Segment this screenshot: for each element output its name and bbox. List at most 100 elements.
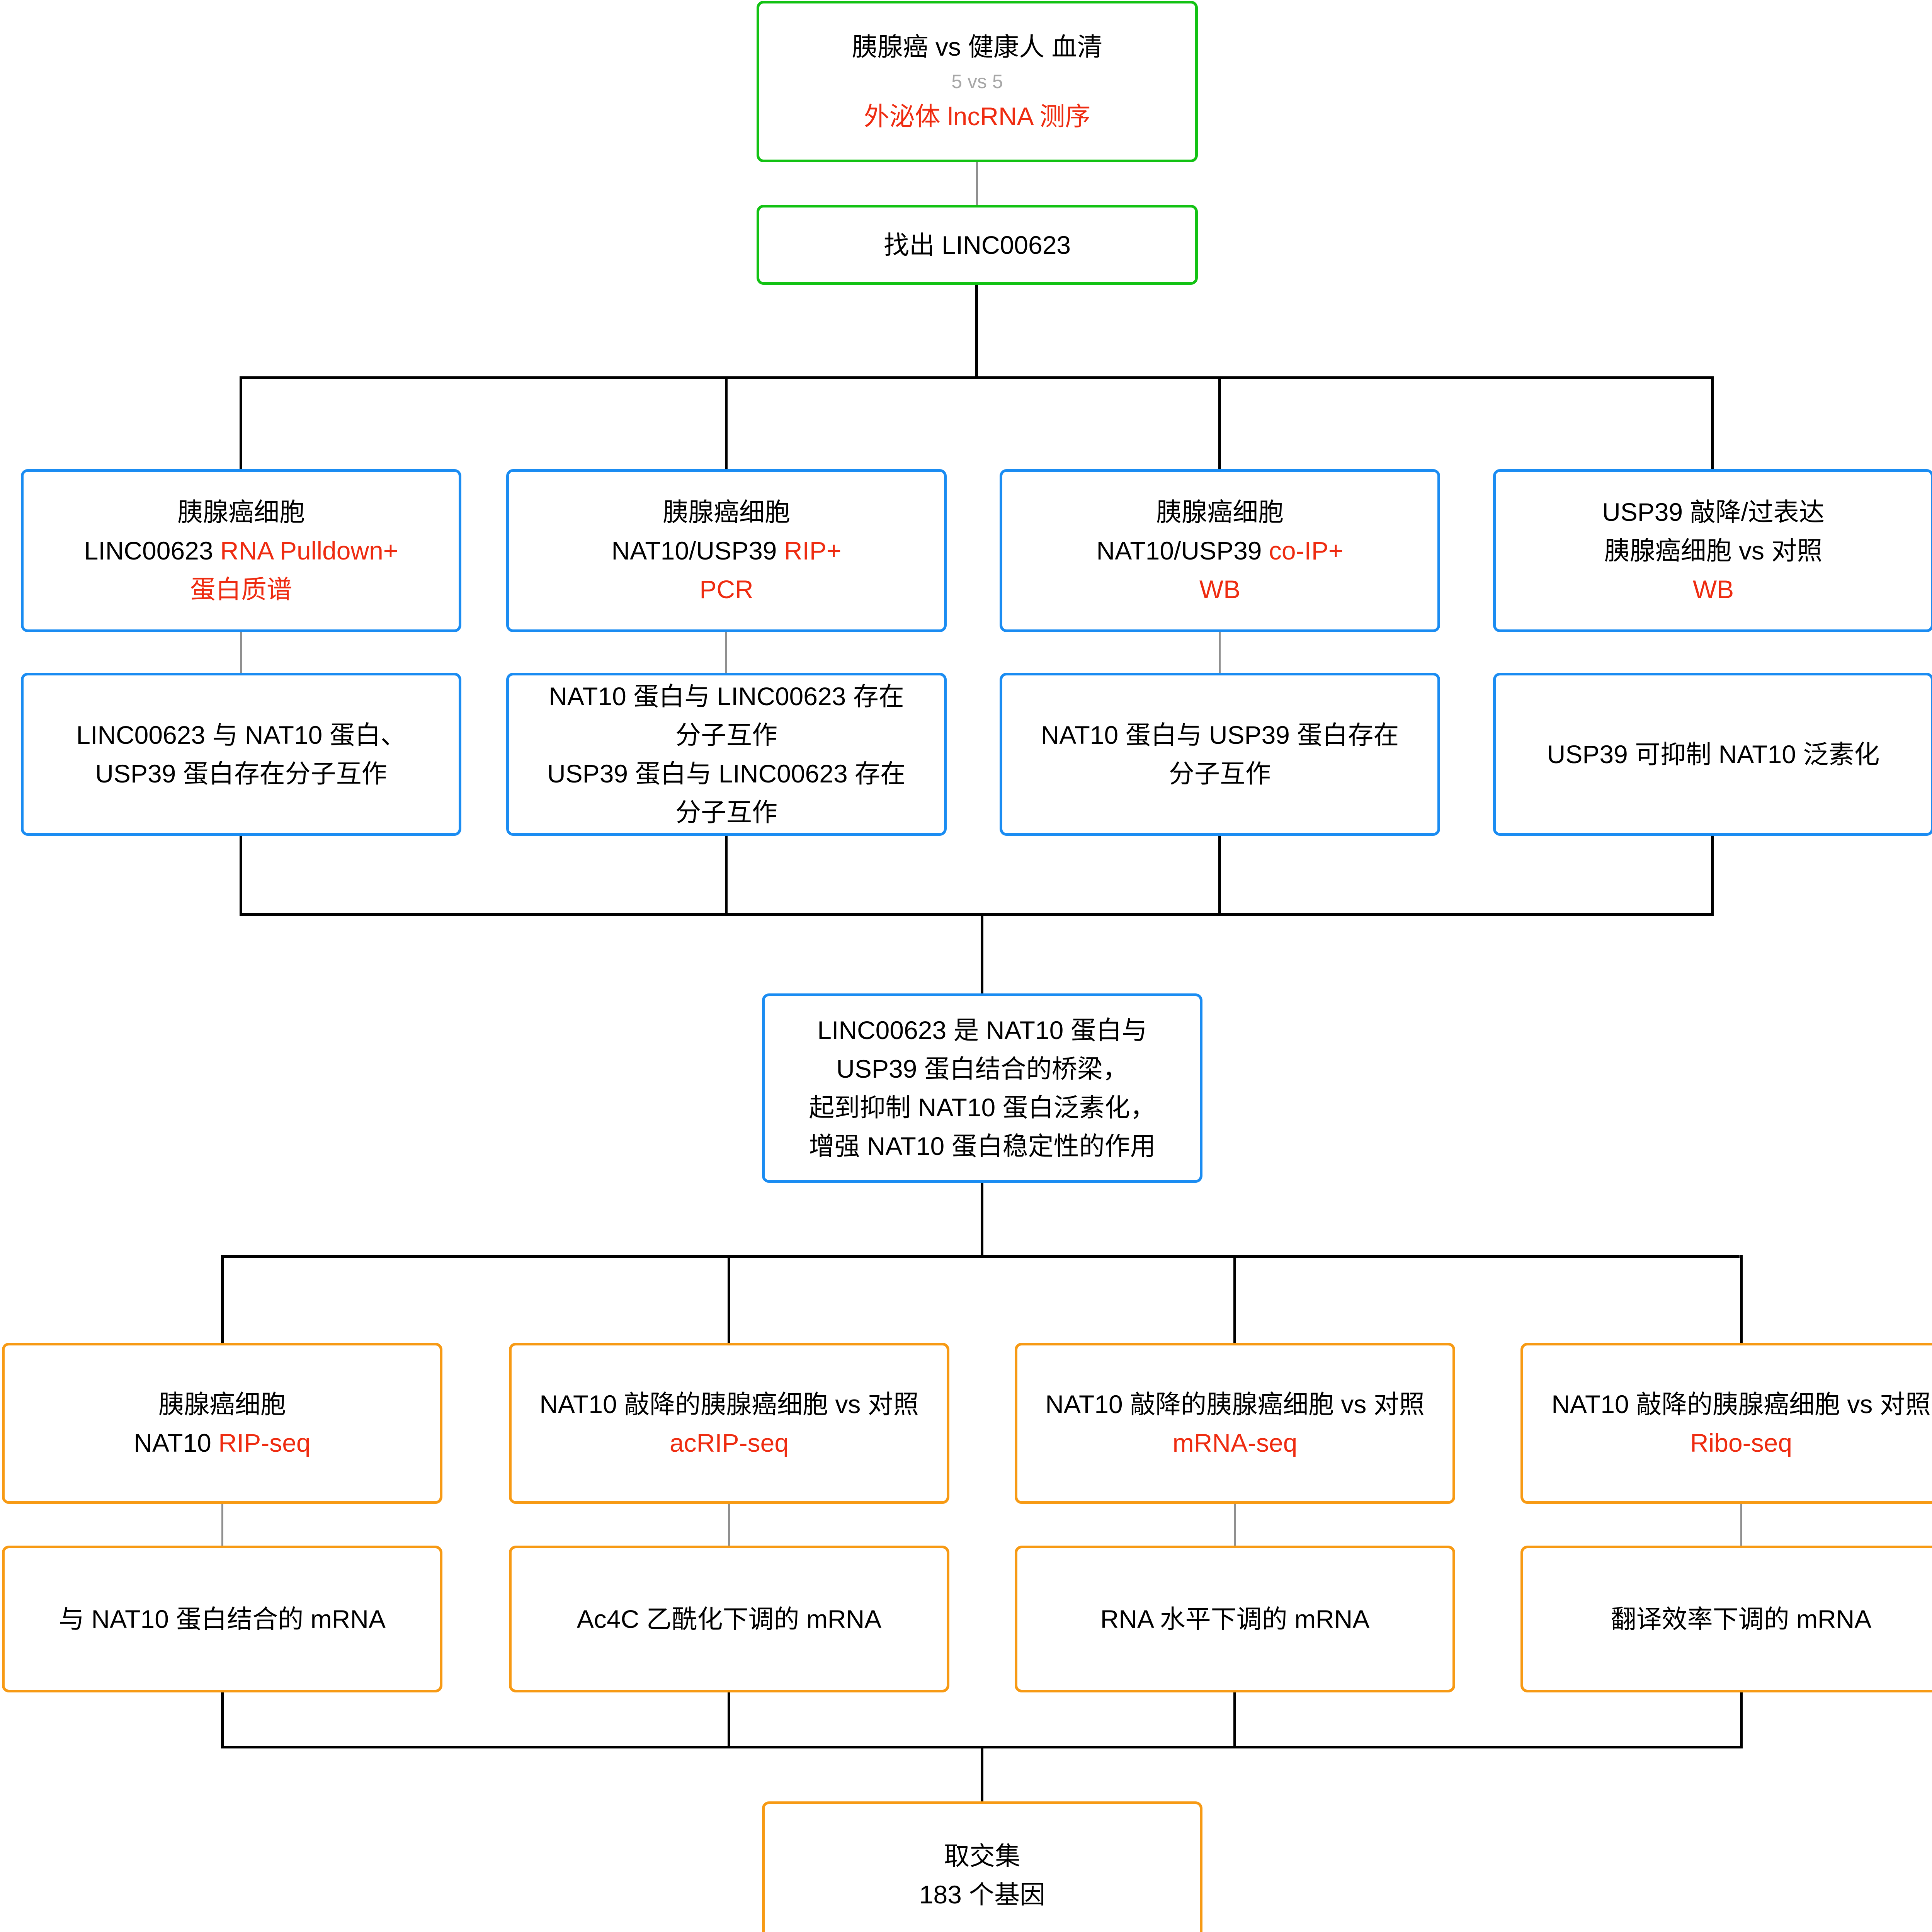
link-down-3 [1234,1503,1236,1546]
method-text: PCR [699,575,753,604]
experiment-subject: NAT10 敲降的胰腺癌细胞 vs 对照 [1045,1389,1425,1418]
intersection-title: 取交集 [944,1842,1020,1870]
target-text: NAT10/USP39 [611,536,784,565]
experiment-method: Ribo-seq [1690,1423,1792,1462]
result-text: Ac4C 乙酰化下调的 mRNA [577,1605,882,1633]
method-text: acRIP-seq [669,1428,789,1457]
connector-branch-b3 [1233,1255,1236,1344]
connector-branch-b4 [1740,1255,1743,1344]
result-text: USP39 蛋白与 LINC00623 存在 [547,759,906,788]
downstream-result-2: Ac4C 乙酰化下调的 mRNA [509,1546,949,1692]
finding-text: 找出 LINC00623 [883,230,1071,259]
downstream-result-1: 与 NAT10 蛋白结合的 mRNA [2,1546,442,1692]
link-down-4 [1740,1503,1742,1546]
link-mech-1 [240,631,242,673]
mech-result-4: USP39 可抑制 NAT10 泛素化 [1493,673,1932,836]
experiment-method: mRNA-seq [1173,1423,1298,1462]
connector-branch-3 [1218,376,1221,470]
method-text: RNA Pulldown+ [220,536,398,565]
experiment-subject: 胰腺癌细胞 [663,498,790,526]
mechanism-conclusion-box: LINC00623 是 NAT10 蛋白与 USP39 蛋白结合的桥梁， 起到抑… [762,993,1202,1183]
experiment-subject: 胰腺癌细胞 [158,1389,286,1418]
connector-merge-1 [240,835,242,915]
method-text: Ribo-seq [1690,1428,1793,1457]
method-text: WB [1692,575,1734,604]
mech-experiment-3: 胰腺癌细胞 NAT10/USP39 co-IP+ WB [1000,469,1440,632]
method-text: co-IP+ [1269,536,1344,565]
experiment-target: NAT10/USP39 RIP+ [612,531,842,570]
experiment-subject: NAT10 敲降的胰腺癌细胞 vs 对照 [539,1389,919,1418]
experiment-subject: NAT10 敲降的胰腺癌细胞 vs 对照 [1551,1389,1931,1418]
link-down-2 [728,1503,730,1546]
result-text: 分子互作 [1169,759,1271,788]
target-text: LINC00623 [84,536,220,565]
connector-to-intersection [981,1746,983,1802]
link-mech-3 [1219,631,1221,673]
result-text: NAT10 蛋白与 LINC00623 存在 [549,682,904,711]
connector-merge-4 [1711,835,1714,915]
result-text: USP39 可抑制 NAT10 泛素化 [1547,740,1880,769]
result-text: 分子互作 [675,721,777,749]
result-text: 翻译效率下调的 mRNA [1611,1605,1872,1633]
screening-sample-size: 5 vs 5 [951,71,1003,92]
downstream-experiment-3: NAT10 敲降的胰腺癌细胞 vs 对照 mRNA-seq [1015,1343,1455,1504]
downstream-result-3: RNA 水平下调的 mRNA [1015,1546,1455,1692]
target-text: NAT10 [134,1428,219,1457]
result-text: NAT10 蛋白与 USP39 蛋白存在 [1041,721,1399,749]
target-text: 胰腺癌细胞 vs 对照 [1604,536,1823,565]
conclusion-text: LINC00623 是 NAT10 蛋白与 [817,1016,1147,1044]
downstream-experiment-1: 胰腺癌细胞 NAT10 RIP-seq [2,1343,442,1504]
downstream-experiment-2: NAT10 敲降的胰腺癌细胞 vs 对照 acRIP-seq [509,1343,949,1504]
method-text: RIP+ [784,536,842,565]
connector-finding-down [975,284,978,379]
method-text: mRNA-seq [1172,1428,1298,1457]
target-text: NAT10/USP39 [1096,536,1269,565]
experiment-target: LINC00623 RNA Pulldown+ [84,531,398,570]
experiment-method: NAT10 RIP-seq [134,1423,310,1462]
connector-to-conclusion [981,913,983,995]
connector-conclusion-down [981,1182,983,1257]
connector-merge-2 [725,835,728,915]
downstream-experiment-4: NAT10 敲降的胰腺癌细胞 vs 对照 Ribo-seq [1520,1343,1932,1504]
connector-branch-b2 [728,1255,730,1344]
gene-count: 183 个基因 [919,1880,1046,1909]
result-text: 与 NAT10 蛋白结合的 mRNA [59,1605,386,1633]
result-text: USP39 蛋白存在分子互作 [95,759,387,788]
connector-merge-b4 [1740,1692,1743,1748]
experiment-target: NAT10/USP39 co-IP+ [1097,531,1344,570]
method-text: 蛋白质谱 [190,575,292,604]
conclusion-text: 增强 NAT10 蛋白稳定性的作用 [809,1132,1156,1160]
screening-box: 胰腺癌 vs 健康人 血清 5 vs 5 外泌体 lncRNA 测序 [757,1,1198,162]
mech-experiment-4: USP39 敲降/过表达 胰腺癌细胞 vs 对照 WB [1493,469,1932,632]
intersection-box: 取交集 183 个基因 [762,1801,1202,1932]
connector-merge-b3 [1233,1692,1236,1748]
connector-merge-3 [1218,835,1221,915]
method-text: WB [1199,575,1241,604]
connector-branch-2 [725,376,728,470]
result-text: LINC00623 与 NAT10 蛋白、 [76,721,406,749]
link-down-1 [221,1503,223,1546]
result-text: RNA 水平下调的 mRNA [1100,1605,1370,1633]
connector-branch-bottom [221,1255,1740,1258]
mech-result-2: NAT10 蛋白与 LINC00623 存在 分子互作 USP39 蛋白与 LI… [506,673,947,836]
connector-branch-1 [240,376,242,470]
mech-result-3: NAT10 蛋白与 USP39 蛋白存在 分子互作 [1000,673,1440,836]
conclusion-text: USP39 蛋白结合的桥梁， [836,1054,1128,1083]
result-text: 分子互作 [675,798,777,827]
finding-box: 找出 LINC00623 [757,205,1198,285]
connector-branch-4 [1711,376,1714,470]
link-screening-to-finding [976,162,978,206]
connector-merge-b2 [728,1692,730,1748]
link-mech-2 [725,631,727,673]
connector-branch-top [240,376,1713,379]
connector-branch-b1 [221,1255,224,1344]
connector-merge-b1 [221,1692,224,1748]
experiment-subject: USP39 敲降/过表达 [1602,498,1825,526]
experiment-target: 胰腺癌细胞 vs 对照 [1604,531,1823,570]
experiment-method: acRIP-seq [670,1423,789,1462]
screening-method: 外泌体 lncRNA 测序 [864,102,1091,131]
screening-title: 胰腺癌 vs 健康人 血清 [852,32,1103,61]
experiment-subject: 胰腺癌细胞 [177,498,305,526]
mech-result-1: LINC00623 与 NAT10 蛋白、 USP39 蛋白存在分子互作 [21,673,461,836]
mech-experiment-2: 胰腺癌细胞 NAT10/USP39 RIP+ PCR [506,469,947,632]
